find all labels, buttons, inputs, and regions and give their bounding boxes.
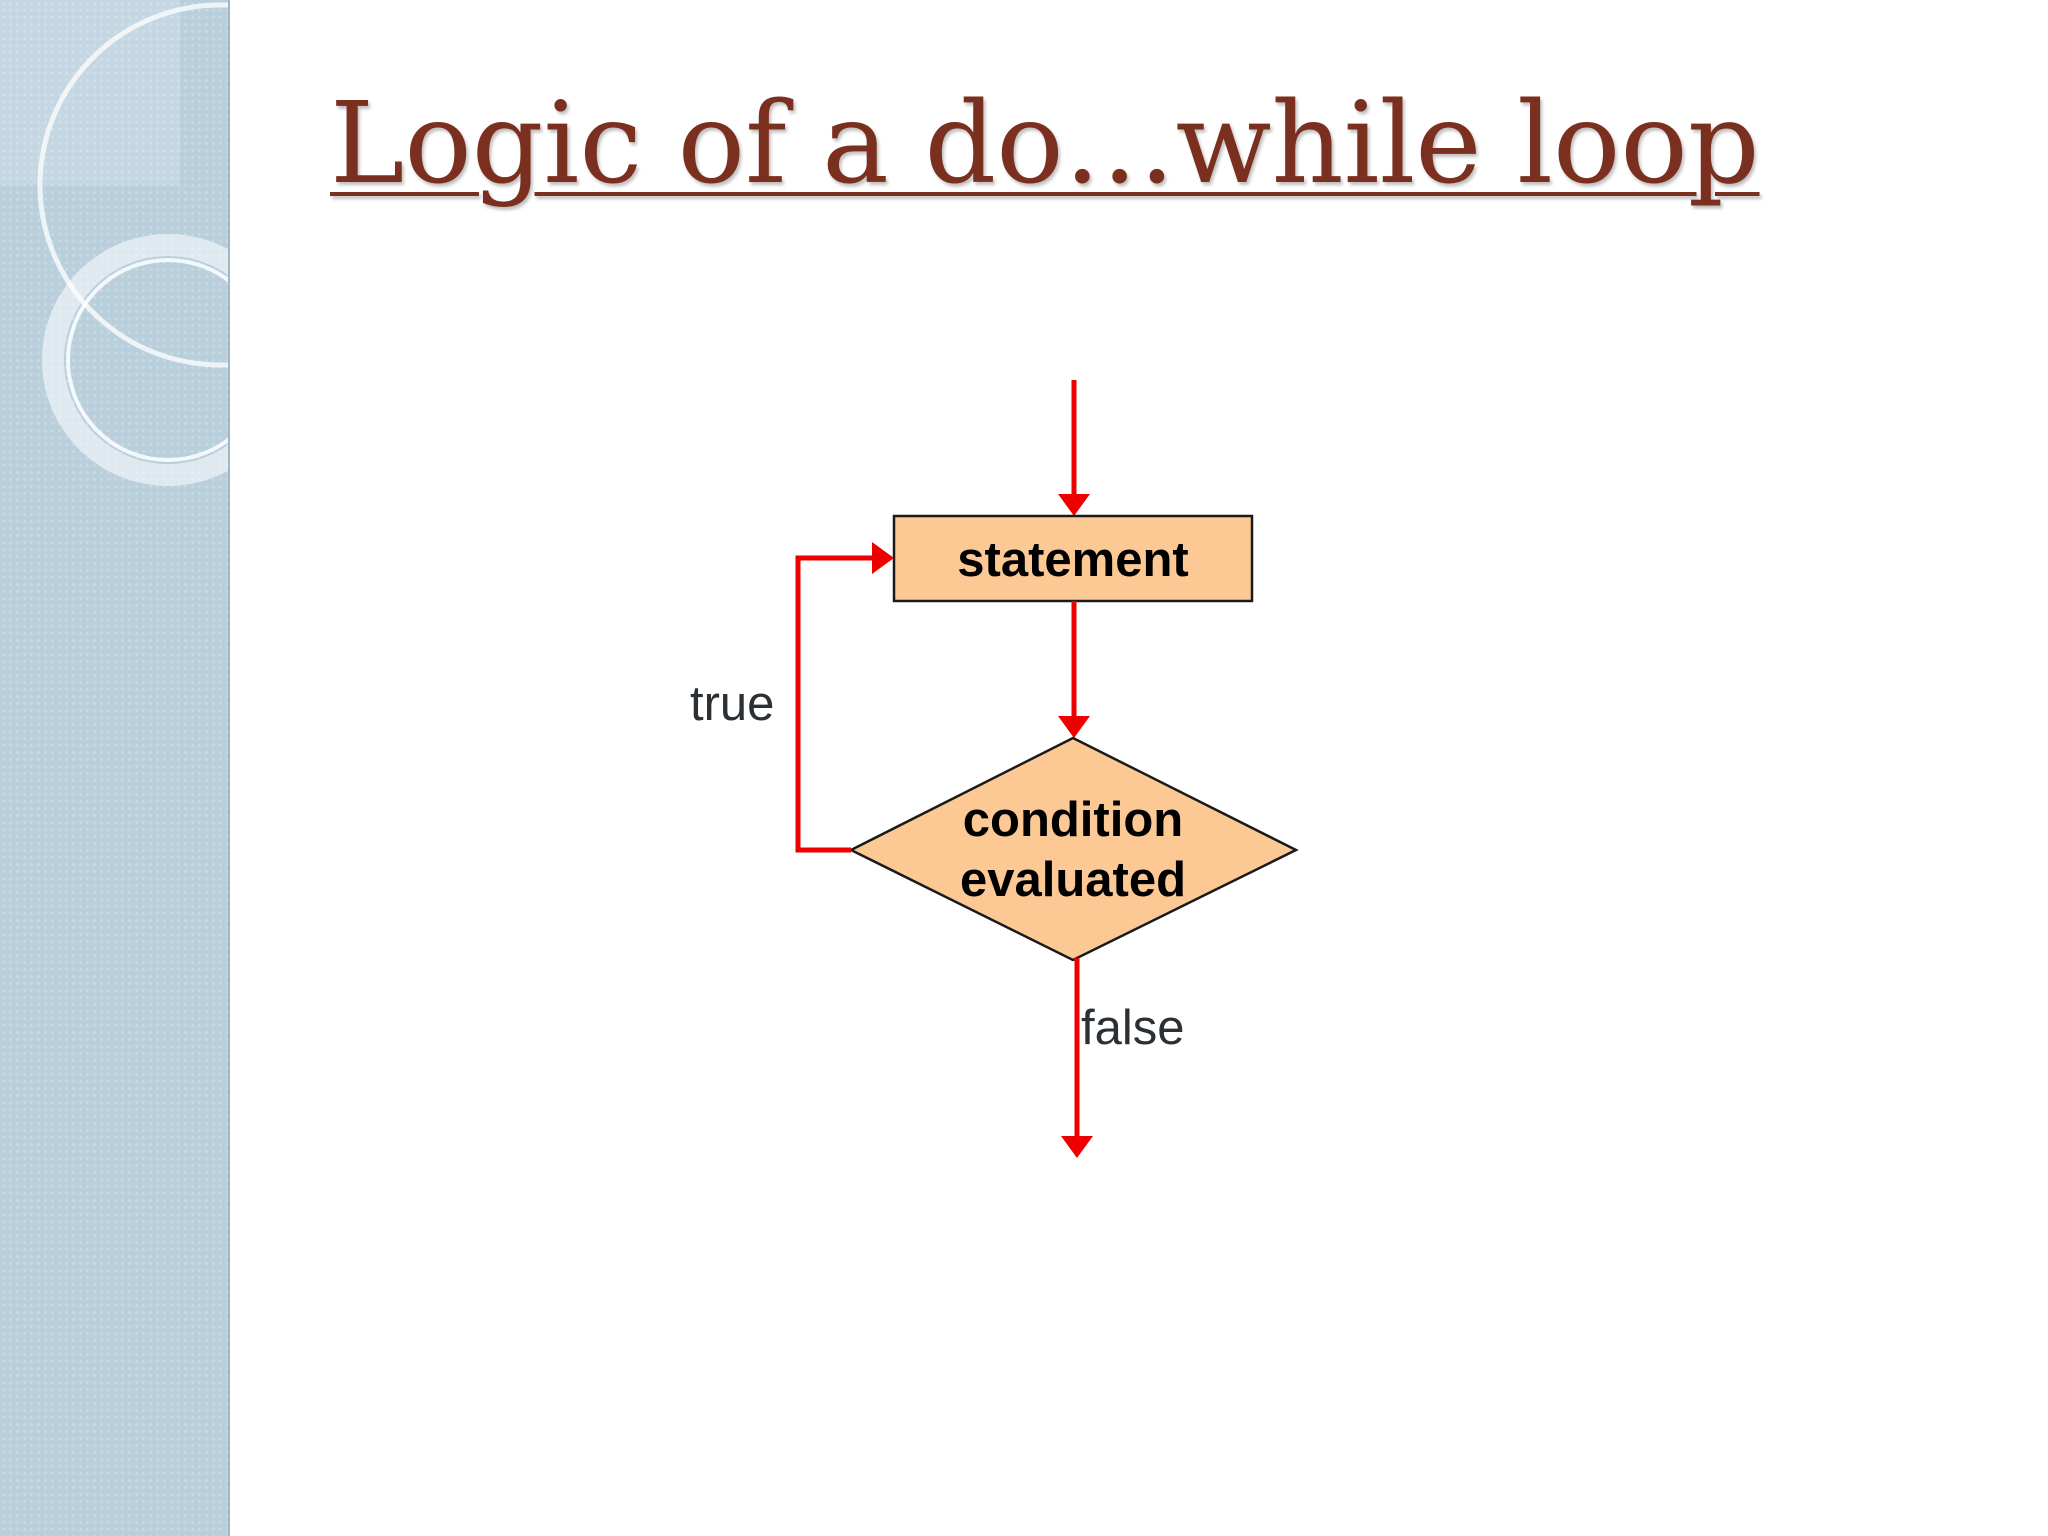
decorative-ring-large	[37, 2, 228, 368]
statement-node	[892, 514, 1254, 603]
false-edge-label: false	[1081, 1001, 1185, 1055]
decorative-ring-small-outer	[42, 234, 228, 486]
decorative-rings	[0, 0, 228, 486]
false-exit-arrowhead	[1061, 1136, 1093, 1158]
condition-node	[848, 736, 1299, 962]
true-loop-arrow	[795, 555, 874, 853]
true-edge-label: true	[690, 677, 774, 731]
decorative-ring-small-inner	[66, 258, 228, 462]
slide-title: Logic of a do…while loop	[330, 79, 1760, 209]
entry-arrowhead	[1058, 494, 1090, 516]
statement-to-condition-arrowhead	[1058, 716, 1090, 738]
true-loop-arrowhead	[872, 542, 894, 574]
condition-label-line-2: evaluated	[960, 853, 1186, 907]
decorative-panel-highlight	[0, 0, 180, 185]
statement-label: statement	[957, 533, 1188, 587]
decorative-side-panel	[0, 0, 230, 1536]
condition-label-line-1: condition	[963, 793, 1183, 847]
